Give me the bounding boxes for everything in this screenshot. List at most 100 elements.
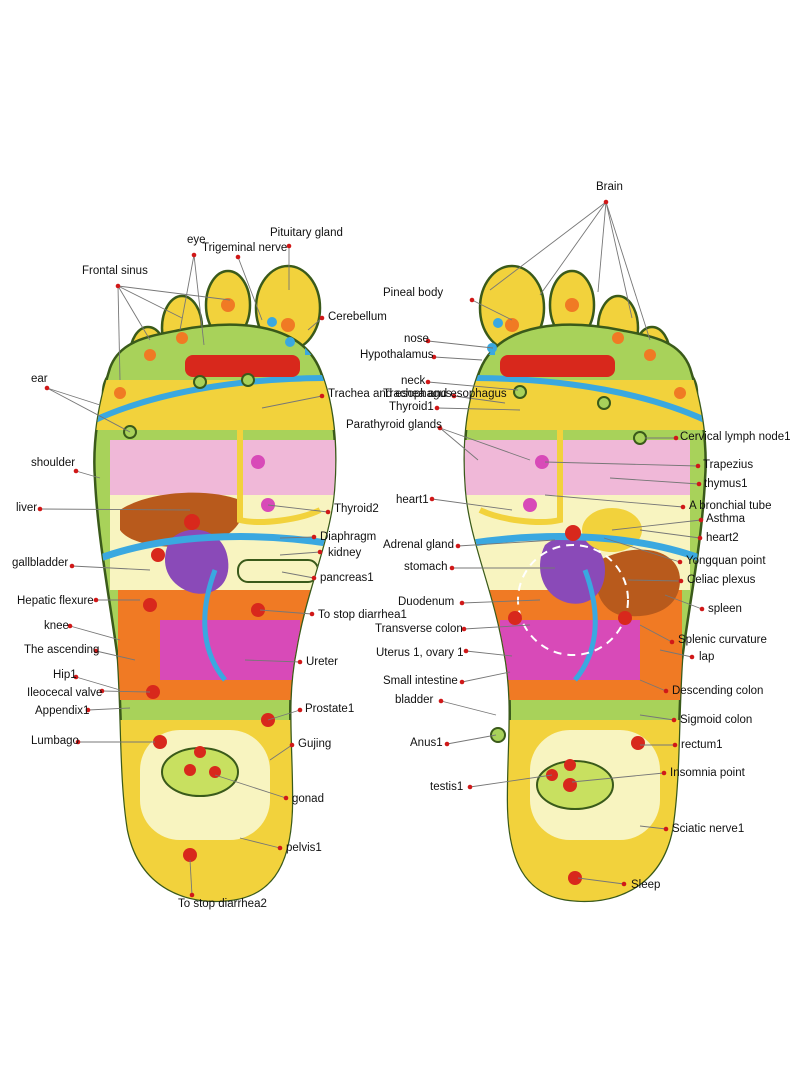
yongquan-point-marker — [677, 559, 683, 565]
hip1-leader — [75, 676, 121, 691]
pancreas1-leader — [281, 571, 315, 579]
right-red-band — [500, 355, 615, 377]
splenic-curvature-marker — [669, 639, 675, 645]
eye-label: eye — [187, 234, 206, 246]
left-point — [176, 332, 188, 344]
left-spine-line — [237, 395, 322, 525]
a-bronchial-tube-marker — [680, 504, 686, 510]
asthma-leader — [611, 519, 702, 531]
nose-marker — [425, 338, 431, 344]
cervical-lymph-node1-label: Cervical lymph node1 — [680, 431, 791, 443]
knee-marker — [67, 623, 73, 629]
right-diaphragm-line — [464, 533, 706, 564]
right-points — [487, 298, 686, 885]
left-point — [184, 764, 196, 776]
small-intestine-marker — [459, 679, 465, 685]
neck-label: neck — [401, 375, 426, 387]
heart1-marker — [429, 496, 435, 502]
right-point — [513, 385, 527, 399]
knee-leader — [69, 625, 121, 641]
celiac-plexus-marker — [678, 578, 684, 584]
left-point — [251, 455, 265, 469]
ear-marker — [44, 385, 50, 391]
to-stop-diarrhea1-label: To stop diarrhea1 — [318, 609, 407, 621]
left-intestine-zone — [160, 620, 300, 680]
trigeminal-nerve-marker — [235, 254, 241, 260]
transverse-colon-marker — [461, 626, 467, 632]
lap-label: lap — [699, 651, 714, 663]
left-chest-zone — [110, 440, 336, 495]
left-foot — [93, 264, 337, 903]
lumbago-label: Lumbago — [31, 735, 79, 747]
to-stop-diarrhea2-leader — [189, 859, 193, 896]
hip1-marker — [73, 674, 79, 680]
pelvis1-label: pelvis1 — [286, 842, 322, 854]
frontal-sinus-label: Frontal sinus — [82, 265, 148, 277]
celiac-plexus-label: Celiac plexus — [687, 574, 756, 586]
the-ascending-leader — [95, 650, 136, 661]
to-stop-diarrhea1-marker — [309, 611, 315, 617]
hypothalamus-label: Hypothalamus — [360, 349, 434, 361]
right-point — [633, 431, 647, 445]
lumbago-marker — [75, 739, 81, 745]
right-point — [674, 387, 686, 399]
thyroid2-label: Thyroid2 — [334, 503, 379, 515]
yongquan-point-label: Yongquan point — [686, 555, 766, 567]
shoulder-label: shoulder — [31, 457, 75, 469]
spleen-label: spleen — [708, 603, 742, 615]
left-pancreas — [237, 559, 319, 583]
right-point — [505, 318, 519, 332]
asthma-marker — [698, 517, 704, 523]
gujing-marker — [289, 742, 295, 748]
pelvis1-marker — [277, 845, 283, 851]
trachea-and-esophagus-r-marker — [451, 393, 457, 399]
celiac-plexus-leader — [627, 579, 682, 582]
kidney-marker — [317, 549, 323, 555]
eye-marker — [191, 252, 197, 258]
transverse-colon-label: Transverse colon — [375, 623, 463, 635]
thymus1-marker — [696, 481, 702, 487]
liver-label: liver — [16, 502, 37, 514]
uterus-ovary-marker — [463, 648, 469, 654]
parathyroid-glands-leader — [439, 427, 531, 461]
right-point — [565, 298, 579, 312]
right-point — [618, 611, 632, 625]
brain-leader — [539, 201, 607, 296]
left-point — [183, 848, 197, 862]
liver-leader — [39, 508, 191, 511]
duodenum-label: Duodenum — [398, 596, 454, 608]
hip1-label: Hip1 — [53, 669, 77, 681]
trachea-and-esophagus-leader — [261, 395, 323, 409]
frontal-sinus-leader — [117, 285, 231, 301]
appendix1-label: Appendix1 — [35, 705, 89, 717]
prostate1-label: Prostate1 — [305, 703, 354, 715]
kidney-leader — [279, 551, 321, 556]
prostate1-leader — [267, 709, 301, 721]
left-point — [209, 766, 221, 778]
eye-leader — [193, 254, 205, 346]
heart2-marker — [697, 535, 703, 541]
duodenum-leader — [461, 599, 541, 604]
small-intestine-label: Small intestine — [383, 675, 458, 687]
left-liver-zone — [120, 492, 243, 547]
right-celiac-ring — [517, 544, 629, 656]
trachea-and-esophagus-label: Trachea and esophagus — [328, 388, 452, 400]
the-ascending-label: The ascending — [24, 644, 99, 656]
hypothalamus-marker — [431, 354, 437, 360]
left-neck-line — [94, 375, 331, 423]
trachea-and-esophagus-marker — [319, 393, 325, 399]
gonad-marker — [283, 795, 289, 801]
left-point — [281, 318, 295, 332]
left-point — [251, 603, 265, 617]
right-point — [568, 871, 582, 885]
pancreas1-marker — [311, 575, 317, 581]
pancreas1-label: pancreas1 — [320, 572, 374, 584]
frontal-sinus-leader — [117, 285, 183, 319]
a-bronchial-tube-leader — [544, 494, 684, 508]
lap-marker — [689, 654, 695, 660]
ureter-leader — [244, 659, 301, 663]
descending-colon-label: Descending colon — [672, 685, 763, 697]
left-point — [184, 514, 200, 530]
knee-label: knee — [44, 620, 69, 632]
